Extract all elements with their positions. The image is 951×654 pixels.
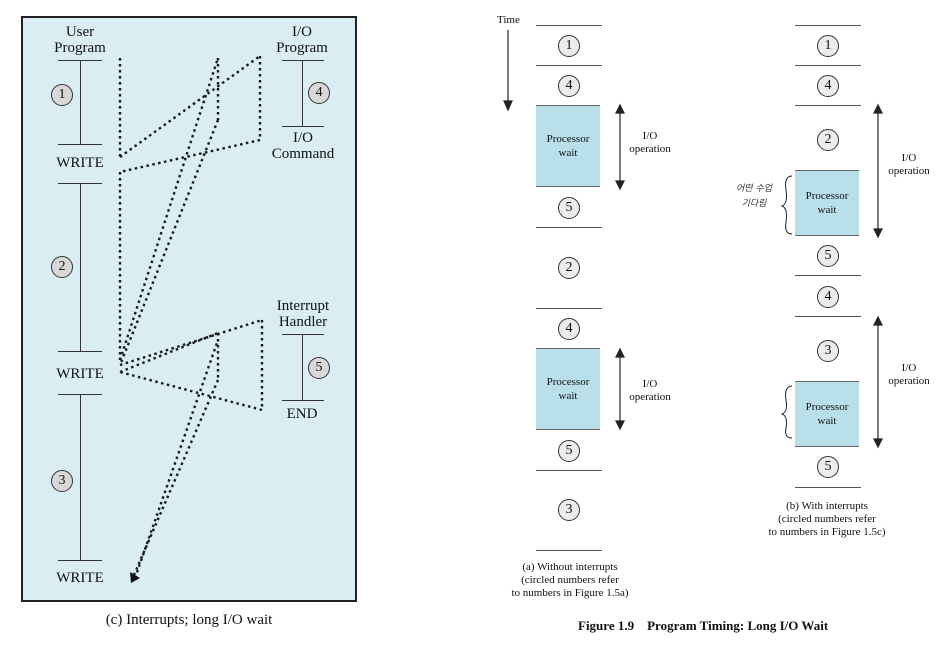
separator — [795, 25, 861, 26]
b-io-operation-1: I/O operation — [888, 152, 930, 177]
user-program-segment-1 — [80, 60, 81, 144]
a-step-3: 3 — [558, 499, 580, 521]
separator — [795, 105, 861, 106]
brace-mark — [780, 175, 793, 235]
panel-c-interrupts — [21, 16, 357, 602]
separator — [795, 316, 861, 317]
a-processor-wait-2: Processor wait — [536, 348, 600, 430]
flow-arrowhead — [130, 572, 140, 583]
handwritten-note: 어떤 수업 기다림 — [736, 184, 772, 209]
step-2-circle: 2 — [51, 256, 73, 278]
time-label: Time — [497, 14, 520, 26]
user-program-label: User Program — [54, 24, 106, 56]
separator — [536, 550, 602, 551]
write-label-3: WRITE — [56, 570, 104, 586]
b-io-operation-2: I/O operation — [888, 362, 930, 387]
step-5-circle: 5 — [308, 357, 330, 379]
b-step-3: 3 — [817, 340, 839, 362]
io-command-label: I/O Command — [271, 130, 335, 162]
interrupt-handler-line — [302, 334, 303, 400]
segment-tick — [58, 183, 102, 184]
write-label-1: WRITE — [56, 155, 104, 171]
separator — [536, 65, 602, 66]
separator — [795, 275, 861, 276]
user-program-segment-3 — [80, 394, 81, 560]
b-step-2: 2 — [817, 129, 839, 151]
segment-tick — [58, 394, 102, 395]
separator — [795, 65, 861, 66]
panel-c-caption: (c) Interrupts; long I/O wait — [105, 612, 273, 628]
panel-a-caption: (a) Without interrupts (circled numbers … — [511, 561, 629, 599]
step-1-circle: 1 — [51, 84, 73, 106]
segment-tick — [58, 560, 102, 561]
segment-tick — [58, 60, 102, 61]
panel-b-caption: (b) With interrupts (circled numbers ref… — [768, 500, 886, 538]
step-4-circle: 4 — [308, 82, 330, 104]
segment-tick — [58, 144, 102, 145]
a-io-operation-2: I/O operation — [629, 378, 671, 403]
separator — [536, 308, 602, 309]
a-step-4: 4 — [558, 75, 580, 97]
b-step-5b: 5 — [817, 456, 839, 478]
a-io-operation-1: I/O operation — [629, 130, 671, 155]
segment-tick — [282, 126, 324, 127]
a-step-2: 2 — [558, 257, 580, 279]
interrupt-handler-label: Interrupt Handler — [276, 298, 330, 330]
user-program-segment-2 — [80, 183, 81, 351]
separator — [536, 25, 602, 26]
write-label-2: WRITE — [56, 366, 104, 382]
segment-tick — [282, 334, 324, 335]
b-step-4b: 4 — [817, 286, 839, 308]
b-processor-wait-1: Processor wait — [795, 170, 859, 236]
brace-mark — [780, 385, 793, 439]
figure-caption: Figure 1.9 Program Timing: Long I/O Wait — [578, 618, 829, 633]
separator — [795, 487, 861, 488]
b-step-1: 1 — [817, 35, 839, 57]
b-step-5: 5 — [817, 245, 839, 267]
a-processor-wait-1: Processor wait — [536, 105, 600, 187]
b-processor-wait-2: Processor wait — [795, 381, 859, 447]
a-step-5: 5 — [558, 197, 580, 219]
separator — [536, 470, 602, 471]
b-step-4: 4 — [817, 75, 839, 97]
a-step-1: 1 — [558, 35, 580, 57]
end-label: END — [286, 406, 318, 422]
separator — [536, 227, 602, 228]
segment-tick — [282, 400, 324, 401]
a-step-5b: 5 — [558, 440, 580, 462]
step-3-circle: 3 — [51, 470, 73, 492]
segment-tick — [282, 60, 324, 61]
io-program-line — [302, 60, 303, 126]
io-program-label: I/O Program — [276, 24, 328, 56]
a-step-4b: 4 — [558, 318, 580, 340]
segment-tick — [58, 351, 102, 352]
